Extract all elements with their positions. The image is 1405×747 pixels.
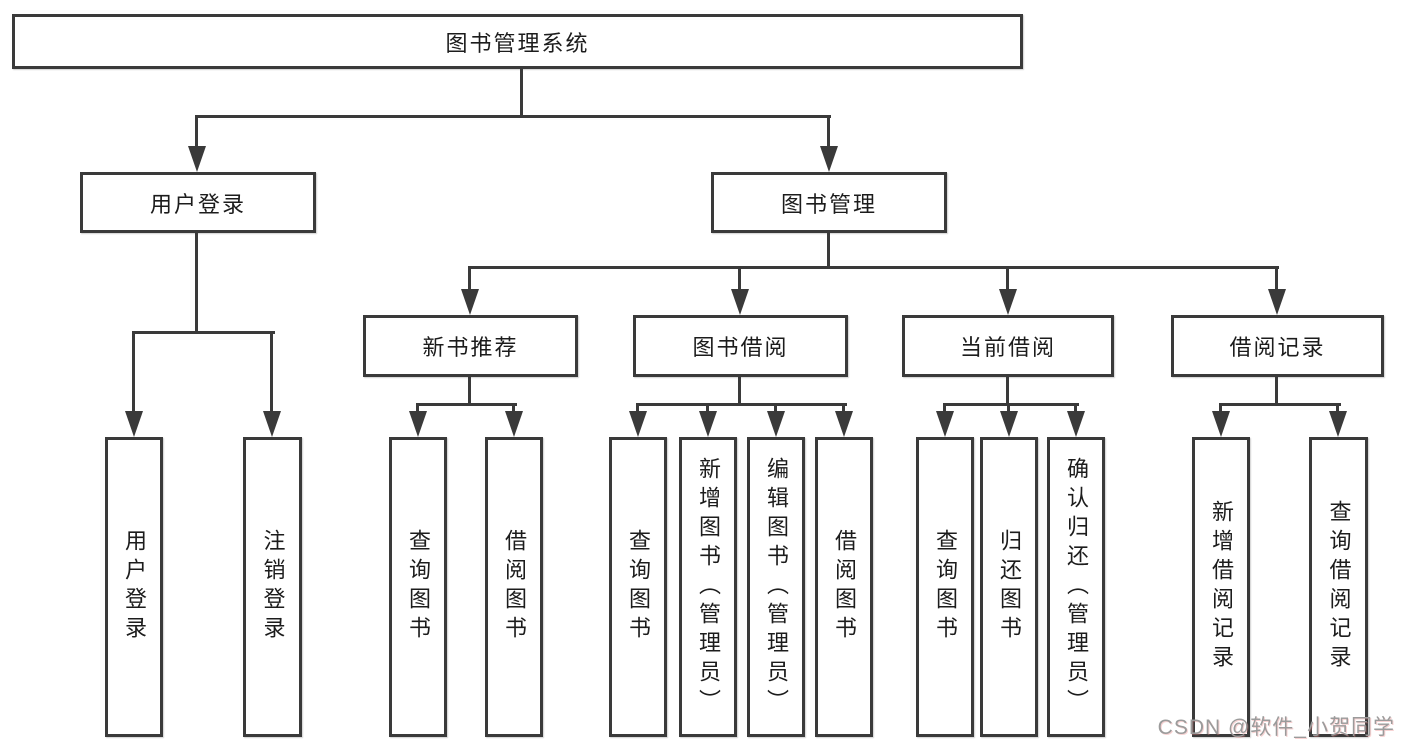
node-book-mgmt: 图书管理 (711, 172, 947, 233)
leaf-label: 编辑图书（管理员） (764, 456, 789, 718)
node-leaf-edit-books: 编辑图书（管理员） (747, 437, 805, 737)
connector-drop-leaf-user-login (132, 331, 135, 413)
connector-user-login-stem (195, 233, 198, 334)
node-leaf-query-books-3: 查询图书 (916, 437, 974, 737)
arrowhead-down-icon (1268, 289, 1286, 315)
connector-book-borrow-bus (636, 403, 847, 406)
node-leaf-user-login: 用户登录 (105, 437, 163, 737)
connector-level2-bus (195, 115, 831, 118)
connector-book-mgmt-stem (827, 233, 830, 269)
node-leaf-query-books-1: 查询图书 (389, 437, 447, 737)
node-book-borrow: 图书借阅 (633, 315, 848, 377)
leaf-label: 借阅图书 (832, 529, 857, 645)
arrowhead-down-icon (1000, 411, 1018, 437)
node-leaf-borrow-books-1: 借阅图书 (485, 437, 543, 737)
arrowhead-down-icon (999, 289, 1017, 315)
node-leaf-logout: 注销登录 (243, 437, 302, 737)
arrowhead-down-icon (1212, 411, 1230, 437)
connector-drop-leaf (706, 403, 709, 413)
node-borrow-records: 借阅记录 (1171, 315, 1384, 377)
connector-new-rec-stem (468, 377, 471, 406)
arrowhead-down-icon (936, 411, 954, 437)
node-book-borrow-label: 图书借阅 (692, 335, 789, 360)
leaf-label: 借阅图书 (502, 529, 527, 645)
connector-borrow-records-bus (1219, 403, 1341, 406)
arrowhead-down-icon (820, 146, 838, 172)
connector-current-borrow-bus (943, 403, 1079, 406)
connector-drop-leaf (636, 403, 639, 413)
connector-drop-leaf (943, 403, 946, 413)
csdn-watermark: CSDN @软件_小贺同学 (1157, 716, 1395, 739)
leaf-label: 查询图书 (406, 529, 431, 645)
leaf-label: 归还图书 (997, 529, 1022, 645)
leaf-label: 确认归还（管理员） (1064, 456, 1089, 718)
connector-drop-leaf-logout (270, 331, 273, 413)
node-leaf-confirm-return: 确认归还（管理员） (1047, 437, 1105, 737)
arrowhead-down-icon (263, 411, 281, 437)
connector-drop-leaf (416, 403, 419, 413)
arrowhead-down-icon (409, 411, 427, 437)
node-leaf-borrow-books-2: 借阅图书 (815, 437, 873, 737)
leaf-label: 查询借阅记录 (1326, 500, 1352, 674)
node-leaf-query-borrow-record: 查询借阅记录 (1309, 437, 1368, 737)
node-new-book-rec-label: 新书推荐 (422, 335, 519, 360)
connector-drop-leaf (1074, 403, 1077, 413)
node-book-mgmt-label: 图书管理 (780, 191, 877, 217)
node-leaf-query-books-2: 查询图书 (609, 437, 667, 737)
arrowhead-down-icon (1329, 411, 1347, 437)
connector-drop-book-mgmt (827, 115, 830, 148)
connector-drop-leaf (842, 403, 845, 413)
connector-book-borrow-stem (738, 377, 741, 406)
arrowhead-down-icon (1067, 411, 1085, 437)
leaf-label: 注销登录 (260, 529, 286, 645)
node-root-label: 图书管理系统 (445, 30, 590, 56)
arrowhead-down-icon (125, 411, 143, 437)
arrowhead-down-icon (767, 411, 785, 437)
connector-current-borrow-stem (1006, 377, 1009, 406)
connector-drop-new-rec (468, 266, 471, 291)
connector-level3-bus (468, 266, 1279, 269)
connector-user-login-bus (132, 331, 275, 334)
node-new-book-rec: 新书推荐 (363, 315, 578, 377)
connector-drop-user-login (195, 115, 198, 148)
connector-drop-leaf (1336, 403, 1339, 413)
node-current-borrow-label: 当前借阅 (959, 335, 1056, 360)
leaf-label: 查询图书 (933, 529, 958, 645)
node-leaf-add-books: 新增图书（管理员） (679, 437, 737, 737)
node-user-login: 用户登录 (80, 172, 316, 233)
connector-drop-borrow-records (1275, 266, 1278, 291)
arrowhead-down-icon (461, 289, 479, 315)
connector-new-rec-bus (416, 403, 517, 406)
arrowhead-down-icon (835, 411, 853, 437)
connector-drop-leaf (1219, 403, 1222, 413)
connector-root-stem (520, 69, 523, 118)
connector-drop-current-borrow (1006, 266, 1009, 291)
connector-drop-leaf (512, 403, 515, 413)
arrowhead-down-icon (505, 411, 523, 437)
leaf-label: 新增图书（管理员） (696, 456, 721, 718)
connector-drop-leaf (1007, 403, 1010, 413)
connector-drop-book-borrow (738, 266, 741, 291)
arrowhead-down-icon (188, 146, 206, 172)
node-current-borrow: 当前借阅 (902, 315, 1114, 377)
connector-borrow-records-stem (1275, 377, 1278, 406)
node-root: 图书管理系统 (12, 14, 1023, 69)
arrowhead-down-icon (731, 289, 749, 315)
arrowhead-down-icon (629, 411, 647, 437)
leaf-label: 查询图书 (626, 529, 651, 645)
node-borrow-records-label: 借阅记录 (1229, 335, 1326, 360)
leaf-label: 新增借阅记录 (1209, 500, 1234, 674)
node-user-login-label: 用户登录 (149, 191, 246, 217)
node-leaf-add-borrow-record: 新增借阅记录 (1192, 437, 1250, 737)
leaf-label: 用户登录 (122, 529, 147, 645)
arrowhead-down-icon (699, 411, 717, 437)
node-leaf-return-books: 归还图书 (980, 437, 1038, 737)
connector-drop-leaf (774, 403, 777, 413)
